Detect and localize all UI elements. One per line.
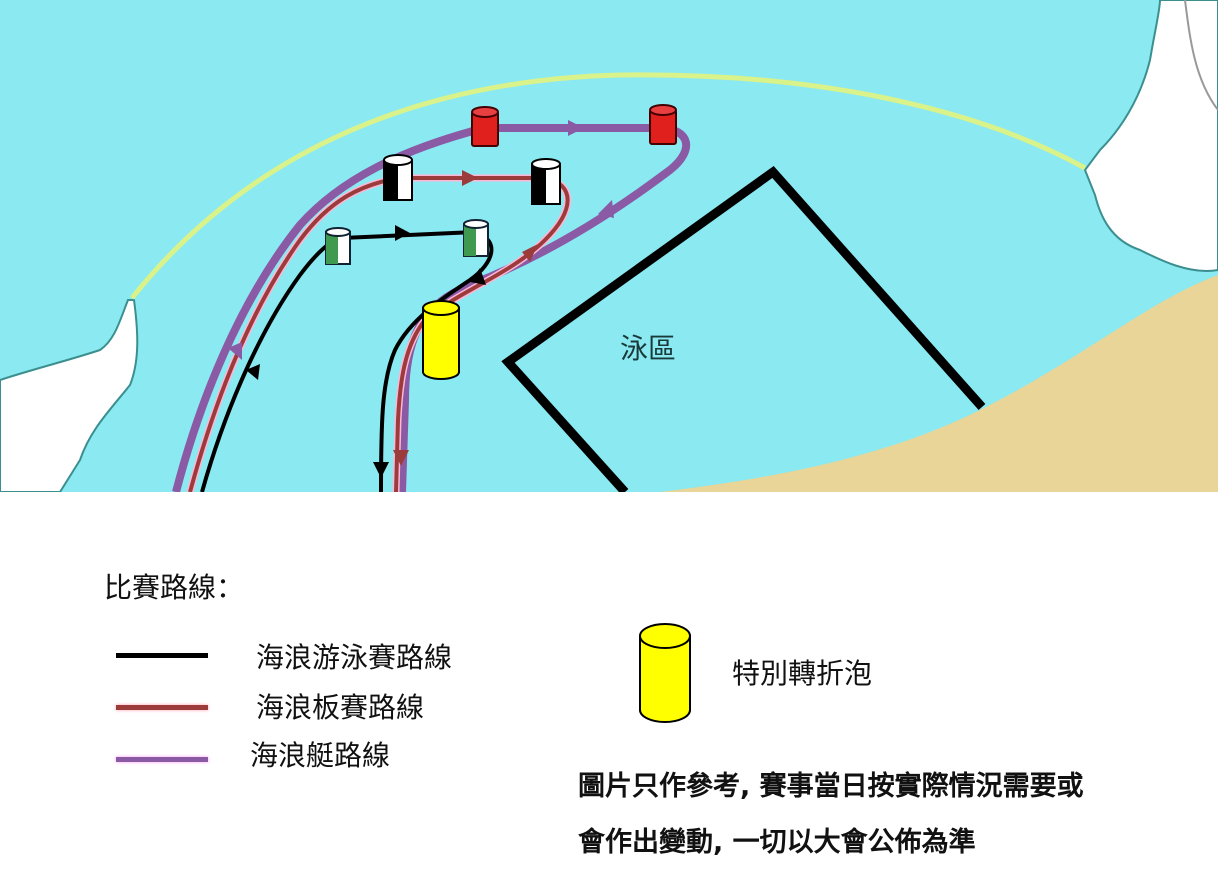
swim-route bbox=[200, 229, 494, 492]
route-arrow bbox=[462, 170, 478, 186]
route-arrow bbox=[395, 225, 410, 241]
green-white-buoy bbox=[325, 227, 351, 265]
legend-surfboard-line bbox=[116, 705, 208, 710]
red-buoy bbox=[471, 106, 499, 147]
swim-area-boundary bbox=[501, 165, 986, 492]
route-arrow bbox=[393, 450, 409, 466]
land-left bbox=[0, 299, 139, 492]
route-arrow bbox=[522, 244, 538, 262]
route-arrow bbox=[246, 364, 260, 380]
legend-special-buoy-label: 特別轉折泡 bbox=[732, 657, 873, 690]
special-turning-buoy bbox=[422, 300, 460, 380]
bay-boundary-line bbox=[130, 72, 1087, 300]
legend-surfski-label: 海浪艇路線 bbox=[250, 739, 391, 772]
legend-title: 比賽路線： bbox=[104, 571, 245, 604]
legend-swim-label: 海浪游泳賽路線 bbox=[256, 641, 453, 674]
race-course-map: 泳區 bbox=[0, 0, 1218, 492]
legend-special-buoy-icon bbox=[639, 623, 691, 723]
legend-surfski-line bbox=[116, 757, 208, 762]
disclaimer-line-2: 會作出變動, 一切以大會公佈為準 bbox=[578, 827, 976, 858]
land-right bbox=[1083, 0, 1218, 272]
land-right-detail bbox=[1184, 0, 1218, 111]
black-white-buoy bbox=[531, 158, 561, 205]
red-buoy bbox=[649, 104, 677, 145]
route-arrow bbox=[470, 268, 486, 285]
swim-area-label: 泳區 bbox=[620, 332, 676, 365]
route-arrow bbox=[228, 342, 242, 360]
beach-sand bbox=[660, 275, 1218, 492]
black-white-buoy bbox=[383, 154, 413, 201]
route-arrow bbox=[568, 120, 584, 136]
legend-surfboard-label: 海浪板賽路線 bbox=[256, 691, 425, 724]
route-arrow bbox=[598, 200, 614, 218]
route-arrow bbox=[373, 462, 389, 478]
legend-swim-line bbox=[116, 653, 208, 658]
green-white-buoy bbox=[463, 219, 489, 257]
disclaimer-line-1: 圖片只作參考, 賽事當日按實際情況需要或 bbox=[578, 771, 1084, 802]
